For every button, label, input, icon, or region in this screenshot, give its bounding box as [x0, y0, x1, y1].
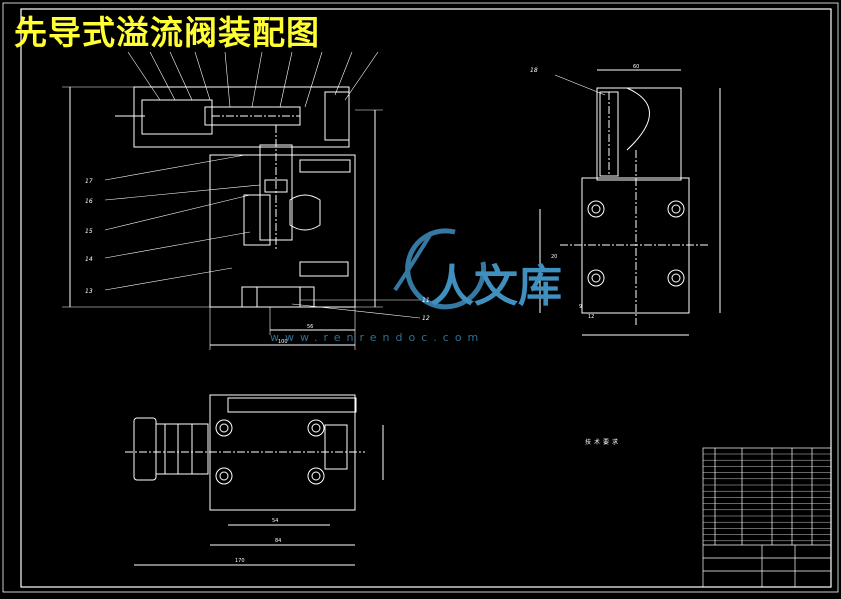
- upper-channel: [299, 159, 351, 173]
- side-view: [539, 69, 721, 336]
- port-cavity: [289, 194, 321, 231]
- top-knob: [133, 417, 157, 481]
- lower-channel: [299, 261, 349, 277]
- dimension-12: 12: [588, 314, 594, 320]
- pilot-cap: [141, 99, 213, 135]
- bottom-plug: [241, 286, 315, 308]
- top-nut: [324, 424, 348, 470]
- leader-label-14: 14: [85, 256, 93, 263]
- side-hole-bl: [587, 269, 605, 287]
- leader-labels: 18 17 16 15 14 13 11 12: [85, 67, 538, 322]
- leader-label-17: 17: [85, 178, 93, 185]
- side-round-boss: [626, 87, 650, 151]
- leader-label-11: 11: [422, 297, 430, 304]
- top-view: [125, 394, 384, 566]
- leader-label-18: 18: [530, 67, 538, 74]
- dimension-100: 100: [278, 339, 288, 345]
- adjust-nut: [324, 91, 350, 141]
- dimension-56: 56: [307, 324, 313, 330]
- dimension-84: 84: [275, 538, 281, 544]
- dimension-values: 60 20 12 9 100 56 54 84 170: [235, 64, 639, 564]
- watermark-logo: [393, 228, 487, 310]
- dimension-60: 60: [633, 64, 639, 70]
- inner-border: [20, 8, 832, 588]
- side-top-block: [596, 87, 682, 181]
- top-strip: [227, 397, 357, 413]
- valve-body: [209, 154, 356, 308]
- side-hole-tr: [667, 200, 685, 218]
- technical-requirements-title: 技术要求: [585, 439, 622, 446]
- dimension-170: 170: [235, 558, 245, 564]
- valve-seat: [243, 194, 271, 246]
- top-cap: [155, 423, 209, 475]
- drawing-title: 先导式溢流阀装配图: [14, 13, 320, 52]
- leader-label-16: 16: [85, 198, 93, 205]
- leader-label-13: 13: [85, 288, 93, 295]
- leader-label-15: 15: [85, 228, 93, 235]
- title-block: [702, 447, 832, 588]
- dimension-20: 20: [551, 254, 557, 260]
- leader-label-12: 12: [422, 315, 430, 322]
- watermark-site: www.renrendoc.com: [270, 331, 485, 344]
- side-hole-tl: [587, 200, 605, 218]
- dimension-54: 54: [272, 518, 278, 524]
- dimension-9: 9: [579, 304, 582, 310]
- front-view: [62, 51, 421, 350]
- pilot-head: [133, 86, 350, 148]
- side-hole-br: [667, 269, 685, 287]
- watermark-brand: 人文库: [430, 261, 562, 312]
